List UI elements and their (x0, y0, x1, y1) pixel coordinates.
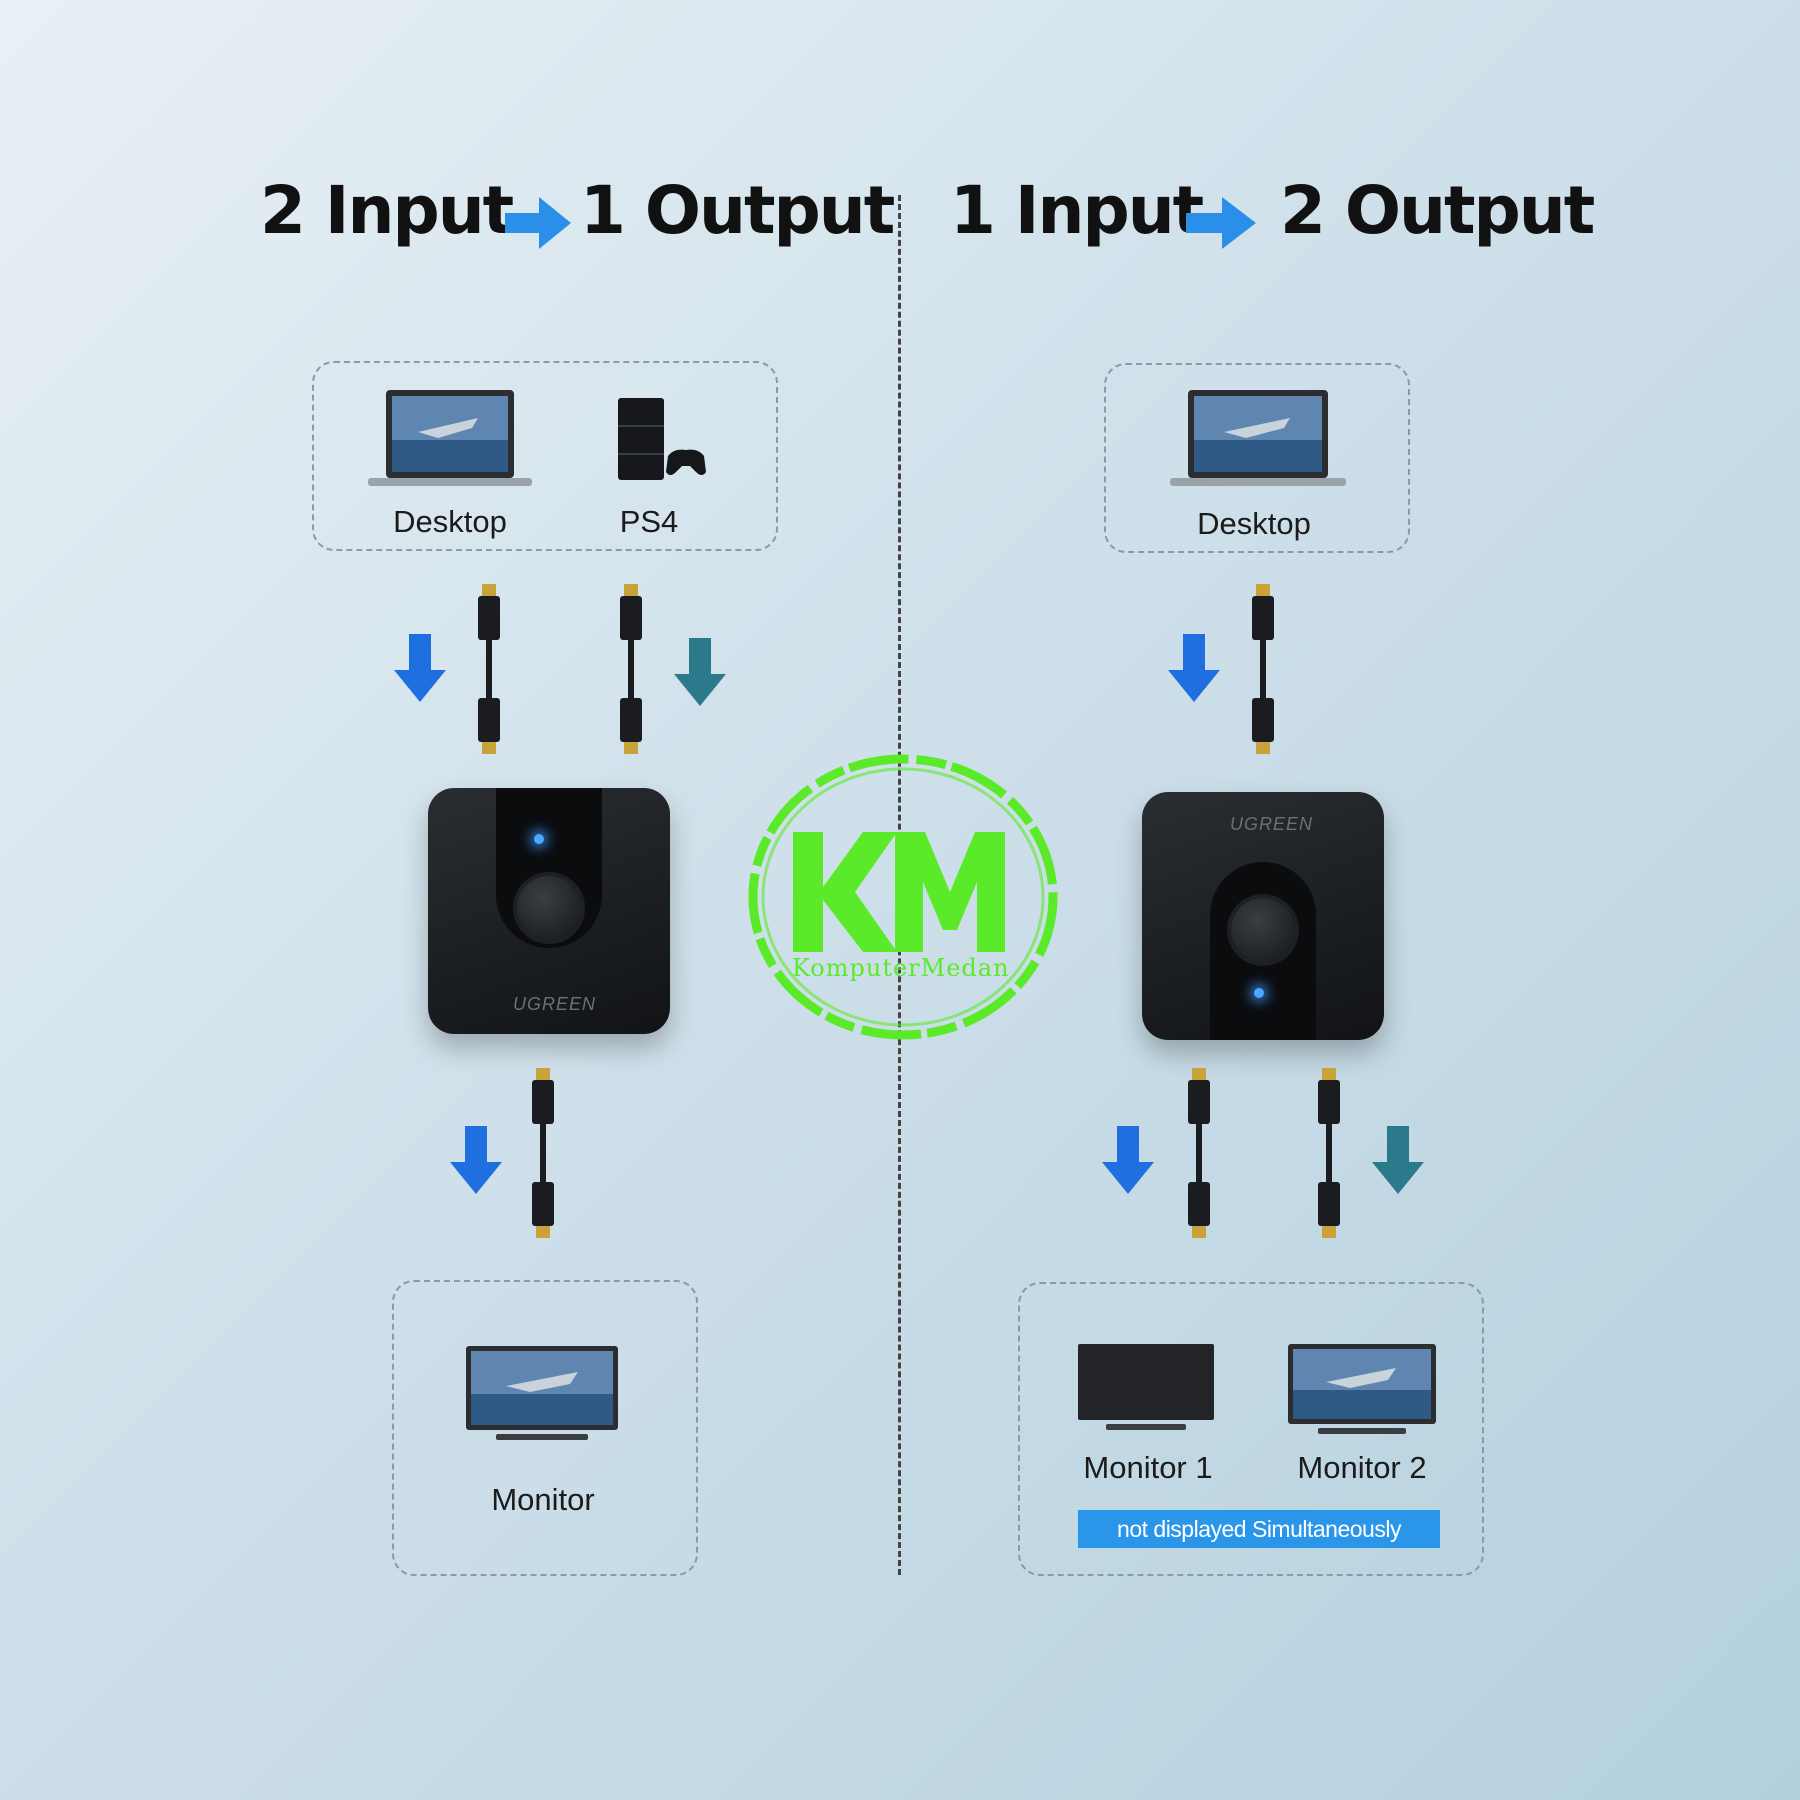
arrow-down-icon (1102, 1126, 1154, 1194)
ps4-console-icon (618, 398, 706, 480)
device-led (1254, 988, 1264, 998)
left-heading-input: 2 Input (260, 172, 514, 249)
right-source-box (1104, 363, 1410, 553)
device-led (534, 834, 544, 844)
right-output-box (1018, 1282, 1484, 1576)
hdmi-switch-device: UGREEN (1142, 792, 1384, 1040)
laptop-icon (368, 390, 532, 486)
output-label-monitor-1: Monitor 1 (1083, 1450, 1213, 1485)
right-heading-output: 2 Output (1280, 172, 1595, 249)
source-label-desktop: Desktop (393, 504, 507, 539)
hdmi-cable-icon (1252, 584, 1274, 754)
hdmi-cable-icon (1318, 1068, 1340, 1238)
left-output-box (392, 1280, 698, 1576)
device-brand: UGREEN (513, 994, 597, 1014)
hdmi-switch-device: UGREEN (428, 788, 670, 1034)
source-label-desktop: Desktop (1197, 506, 1311, 541)
left-source-box (312, 361, 778, 551)
device-switch-button (1231, 898, 1295, 962)
source-label-ps4: PS4 (619, 504, 679, 539)
arrow-down-icon (394, 634, 446, 702)
monitor-icon (1288, 1344, 1436, 1434)
device-brand: UGREEN (1230, 814, 1314, 834)
right-heading-input: 1 Input (950, 172, 1204, 249)
output-label-monitor-2: Monitor 2 (1297, 1450, 1427, 1485)
arrow-down-icon (1372, 1126, 1424, 1194)
left-heading-output: 1 Output (580, 172, 895, 249)
komputermedan-watermark-logo (748, 754, 1058, 1040)
heading-arrow-right-icon (505, 197, 571, 249)
hdmi-cable-icon (532, 1068, 554, 1238)
hdmi-cable-icon (478, 584, 500, 754)
hdmi-cable-icon (620, 584, 642, 754)
output-label-monitor: Monitor (491, 1482, 595, 1517)
watermark-text: KomputerMedan (792, 954, 1010, 982)
arrow-down-icon (450, 1126, 502, 1194)
laptop-icon (1170, 390, 1346, 486)
heading-arrow-right-icon (1186, 197, 1256, 249)
not-simultaneous-note: not displayed Simultaneously (1078, 1510, 1440, 1548)
hdmi-cable-icon (1188, 1068, 1210, 1238)
monitor-icon (466, 1346, 618, 1440)
arrow-down-icon (674, 638, 726, 706)
arrow-down-icon (1168, 634, 1220, 702)
device-switch-button (517, 876, 581, 940)
monitor-off-icon (1078, 1344, 1214, 1430)
